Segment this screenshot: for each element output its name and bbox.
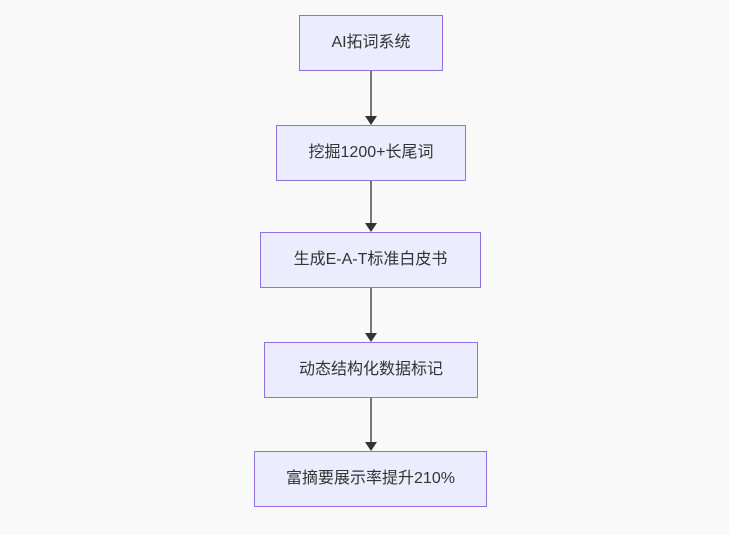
flow-node-label: AI拓词系统 [331, 34, 411, 52]
flow-node-label: 富摘要展示率提升210% [286, 470, 455, 488]
arrow-down-icon [365, 442, 377, 451]
edge-line [370, 71, 372, 116]
flow-edge-3 [364, 288, 378, 342]
arrow-down-icon [365, 223, 377, 232]
flow-edge-1 [364, 71, 378, 125]
flow-edge-4 [364, 398, 378, 451]
arrow-down-icon [365, 333, 377, 342]
edge-line [370, 181, 372, 223]
flow-node-ai-expansion-system: AI拓词系统 [299, 15, 443, 71]
edge-line [370, 398, 372, 442]
flow-node-longtail-keywords: 挖掘1200+长尾词 [276, 125, 466, 181]
flow-node-structured-data-markup: 动态结构化数据标记 [264, 342, 478, 398]
flow-node-rich-snippet-rate: 富摘要展示率提升210% [254, 451, 487, 507]
flow-node-label: 生成E-A-T标准白皮书 [293, 251, 448, 269]
flow-edge-2 [364, 181, 378, 232]
flow-node-label: 挖掘1200+长尾词 [308, 144, 434, 162]
arrow-down-icon [365, 116, 377, 125]
flow-node-label: 动态结构化数据标记 [298, 361, 443, 379]
flow-node-eat-whitepaper: 生成E-A-T标准白皮书 [260, 232, 481, 288]
edge-line [370, 288, 372, 333]
